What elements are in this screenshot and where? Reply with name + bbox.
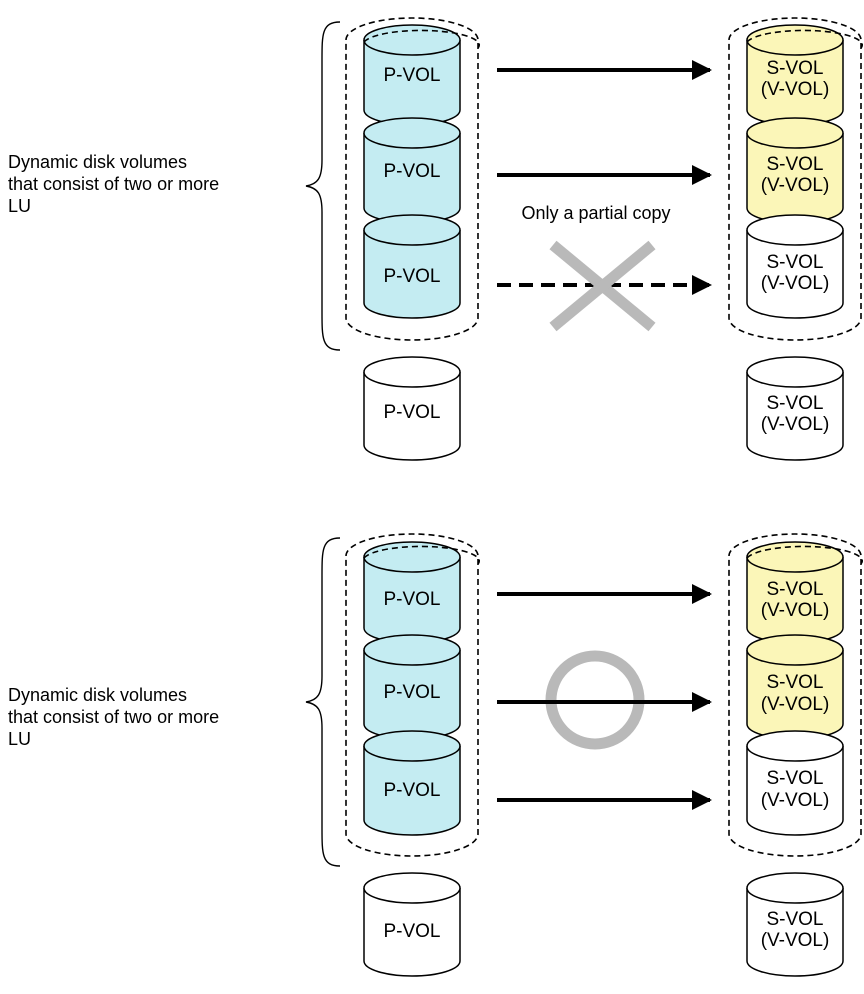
bottom-pvol-1: P-VOL: [363, 541, 461, 644]
bottom-svol-1: S-VOL (V-VOL): [746, 541, 844, 644]
top-group-label: Dynamic disk volumes that consist of two…: [8, 152, 220, 216]
top-svol-1-line1: S-VOL: [766, 58, 823, 79]
top-pvol-1: P-VOL: [363, 24, 461, 126]
bottom-pvol-2-label: P-VOL: [383, 682, 440, 703]
bottom-group-brace: [305, 537, 341, 867]
bottom-group-label: Dynamic disk volumes that consist of two…: [8, 685, 220, 749]
bottom-right-dashed-group: [728, 533, 864, 857]
top-standalone-pvol-label: P-VOL: [383, 402, 440, 423]
top-note-label: Only a partial copy: [521, 203, 670, 223]
bottom-pvol-2: P-VOL: [363, 634, 461, 740]
top-standalone-svol: S-VOL (V-VOL): [746, 356, 844, 461]
bottom-svol-3-line2: (V-VOL): [761, 790, 830, 811]
bottom-svol-2-line2: (V-VOL): [761, 694, 830, 715]
top-pvol-1-label: P-VOL: [383, 65, 440, 86]
bottom-standalone-svol-line1: S-VOL: [766, 909, 823, 930]
top-svol-1: S-VOL (V-VOL): [746, 24, 844, 126]
bottom-svol-3-line1: S-VOL: [766, 768, 823, 789]
bottom-standalone-pvol-label: P-VOL: [383, 921, 440, 942]
bottom-standalone-pvol: P-VOL: [363, 872, 461, 977]
bottom-pvol-3: P-VOL: [363, 730, 461, 836]
bottom-svol-3: S-VOL (V-VOL): [746, 730, 844, 836]
top-pvol-2: P-VOL: [363, 117, 461, 224]
top-standalone-pvol: P-VOL: [363, 356, 461, 461]
top-pvol-3-label: P-VOL: [383, 266, 440, 287]
top-svol-2-line2: (V-VOL): [761, 175, 830, 196]
bottom-svol-1-line2: (V-VOL): [761, 600, 830, 621]
top-pvol-3: P-VOL: [363, 214, 461, 319]
top-svol-3-line2: (V-VOL): [761, 273, 830, 294]
bottom-standalone-svol: S-VOL (V-VOL): [746, 872, 844, 977]
top-svol-3-line1: S-VOL: [766, 252, 823, 273]
bottom-standalone-svol-line2: (V-VOL): [761, 930, 830, 951]
top-group-brace: [305, 21, 341, 351]
top-svol-2: S-VOL (V-VOL): [746, 117, 844, 224]
bottom-pvol-1-label: P-VOL: [383, 589, 440, 610]
x-mark-icon: [549, 240, 656, 332]
top-left-dashed-group: [345, 17, 481, 341]
top-pvol-2-label: P-VOL: [383, 161, 440, 182]
top-standalone-svol-line1: S-VOL: [766, 393, 823, 414]
top-section: P-VOL P-VOL P-VOL S-VOL (V-VOL): [305, 17, 864, 461]
bottom-svol-2-line1: S-VOL: [766, 672, 823, 693]
top-right-dashed-group: [728, 17, 864, 341]
bottom-pvol-3-label: P-VOL: [383, 780, 440, 801]
bottom-left-dashed-group: [345, 533, 481, 857]
top-standalone-svol-line2: (V-VOL): [761, 414, 830, 435]
bottom-section: P-VOL P-VOL P-VOL S-VOL (V-VOL): [305, 533, 864, 977]
bottom-svol-2: S-VOL (V-VOL): [746, 634, 844, 740]
top-svol-3: S-VOL (V-VOL): [746, 214, 844, 319]
bottom-svol-1-line1: S-VOL: [766, 579, 823, 600]
top-svol-1-line2: (V-VOL): [761, 79, 830, 100]
top-svol-2-line1: S-VOL: [766, 154, 823, 175]
